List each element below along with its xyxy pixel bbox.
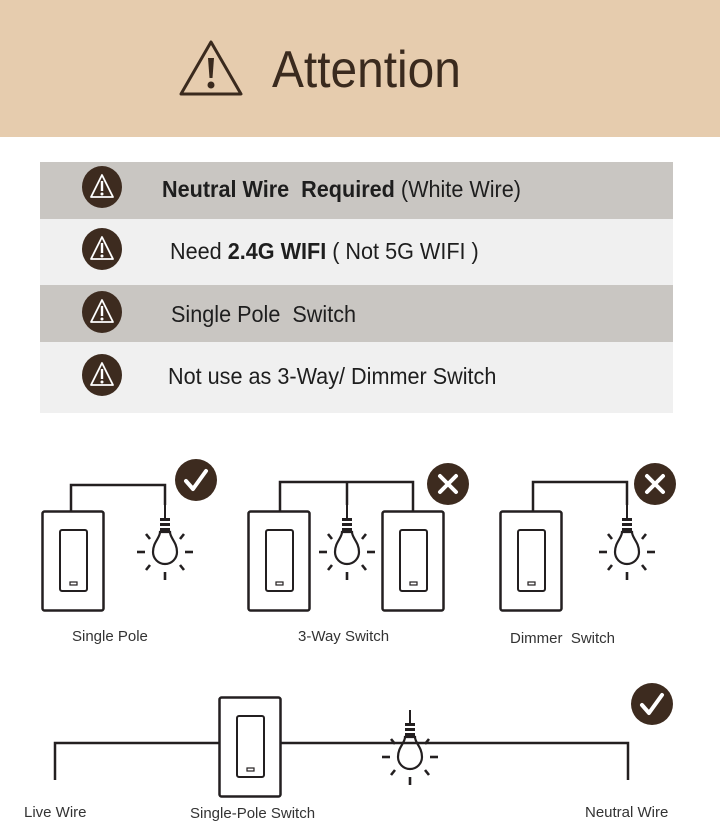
light-bulb-icon bbox=[135, 505, 195, 582]
requirement-text: (White Wire) bbox=[394, 176, 521, 202]
label-neutral-wire: Neutral Wire bbox=[585, 804, 669, 821]
requirement-text: Need bbox=[170, 238, 228, 264]
label-dimmer: Dimmer Switch bbox=[510, 630, 616, 647]
switch-plate-icon bbox=[218, 696, 282, 798]
label-single-pole: Single Pole bbox=[72, 628, 148, 645]
light-bulb-icon bbox=[380, 710, 440, 787]
warning-triangle-icon bbox=[179, 40, 243, 96]
requirement-row bbox=[40, 162, 673, 219]
switch-plate-icon bbox=[499, 510, 563, 612]
switch-plate-icon bbox=[247, 510, 311, 612]
page-title: Attention bbox=[272, 41, 461, 99]
wiring-line bbox=[53, 741, 630, 780]
light-bulb-icon bbox=[597, 505, 657, 582]
warning-badge-icon bbox=[81, 228, 123, 270]
requirement-row bbox=[40, 219, 673, 285]
requirement-bold: Neutral Wire Required bbox=[162, 176, 395, 202]
requirement-not-3way: Not use as 3-Way/ Dimmer Switch bbox=[168, 363, 497, 389]
requirement-wifi: Need 2.4G WIFI ( Not 5G WIFI ) bbox=[170, 237, 479, 265]
dimmer-wire bbox=[531, 480, 629, 512]
single-pole-wire bbox=[69, 483, 167, 512]
warning-badge-icon bbox=[81, 354, 123, 396]
warning-badge-icon bbox=[81, 166, 123, 208]
label-three-way: 3-Way Switch bbox=[298, 628, 390, 645]
label-live-wire: Live Wire bbox=[24, 804, 87, 821]
requirement-text: ( Not 5G WIFI ) bbox=[326, 238, 479, 264]
switch-plate-icon bbox=[41, 510, 105, 612]
light-bulb-icon bbox=[317, 505, 377, 582]
three-way-wire bbox=[278, 480, 415, 512]
label-single-pole-switch: Single-Pole Switch bbox=[190, 805, 316, 822]
x-icon bbox=[634, 463, 676, 505]
check-icon bbox=[631, 683, 673, 725]
header-band bbox=[0, 0, 720, 137]
requirement-row bbox=[40, 285, 673, 342]
requirement-neutral-wire: Neutral Wire Required (White Wire) bbox=[162, 175, 521, 203]
switch-plate-icon bbox=[381, 510, 445, 612]
requirement-row bbox=[40, 342, 673, 413]
requirement-single-pole: Single Pole Switch bbox=[171, 301, 357, 327]
requirement-bold: 2.4G WIFI bbox=[227, 238, 327, 264]
check-icon bbox=[175, 459, 217, 501]
warning-badge-icon bbox=[81, 291, 123, 333]
x-icon bbox=[427, 463, 469, 505]
